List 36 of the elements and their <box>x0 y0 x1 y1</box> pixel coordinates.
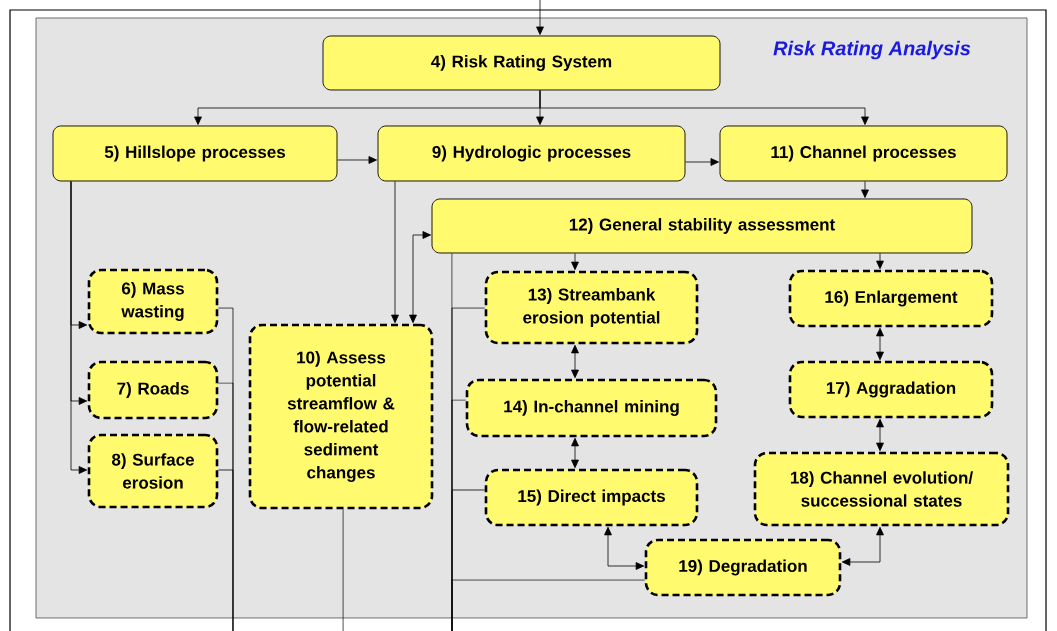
dashed-process-box: 7) Roads <box>87 360 219 420</box>
arrow <box>685 158 719 166</box>
arrow <box>337 156 377 164</box>
arrow <box>604 526 645 570</box>
process-box: 11) Channel processes <box>719 125 1008 182</box>
dashed-process-box: 19) Degradation <box>644 538 842 597</box>
dashed-process-box: 14) In-channel mining <box>465 378 718 438</box>
process-box: 12) General stability assessment <box>431 198 973 254</box>
dashed-process-box: 8) Surface erosion <box>87 433 219 509</box>
dashed-process-box: 17) Aggradation <box>788 360 994 419</box>
dashed-process-box: 13) Streambank erosion potential <box>484 270 699 345</box>
arrow <box>409 231 431 324</box>
connector-line <box>342 508 344 631</box>
arrow <box>861 181 869 198</box>
arrow <box>391 181 399 324</box>
arrow <box>571 437 579 469</box>
arrow <box>841 526 884 566</box>
arrow <box>539 90 869 125</box>
dashed-process-box: 10) Assess potential streamflow & flow-related sediment changes <box>248 323 434 510</box>
process-box: 5) Hillslope processes <box>52 125 338 182</box>
diagram-title: Risk Rating Analysis <box>773 40 971 60</box>
process-box: 4) Risk Rating System <box>322 35 721 91</box>
arrow <box>70 181 88 474</box>
arrow <box>571 253 579 271</box>
connector-line <box>217 469 234 631</box>
dashed-process-box: 15) Direct impacts <box>484 468 699 527</box>
arrow <box>571 344 579 379</box>
arrow <box>536 0 544 35</box>
arrow <box>876 253 884 270</box>
dashed-process-box: 16) Enlargement <box>788 269 994 328</box>
dashed-process-box: 6) Mass wasting <box>87 268 219 335</box>
process-box: 9) Hydrologic processes <box>377 125 686 182</box>
arrow <box>876 327 884 361</box>
connector-line <box>451 579 646 631</box>
dashed-process-box: 18) Channel evolution/ successional states <box>753 451 1010 527</box>
arrow <box>876 418 884 452</box>
